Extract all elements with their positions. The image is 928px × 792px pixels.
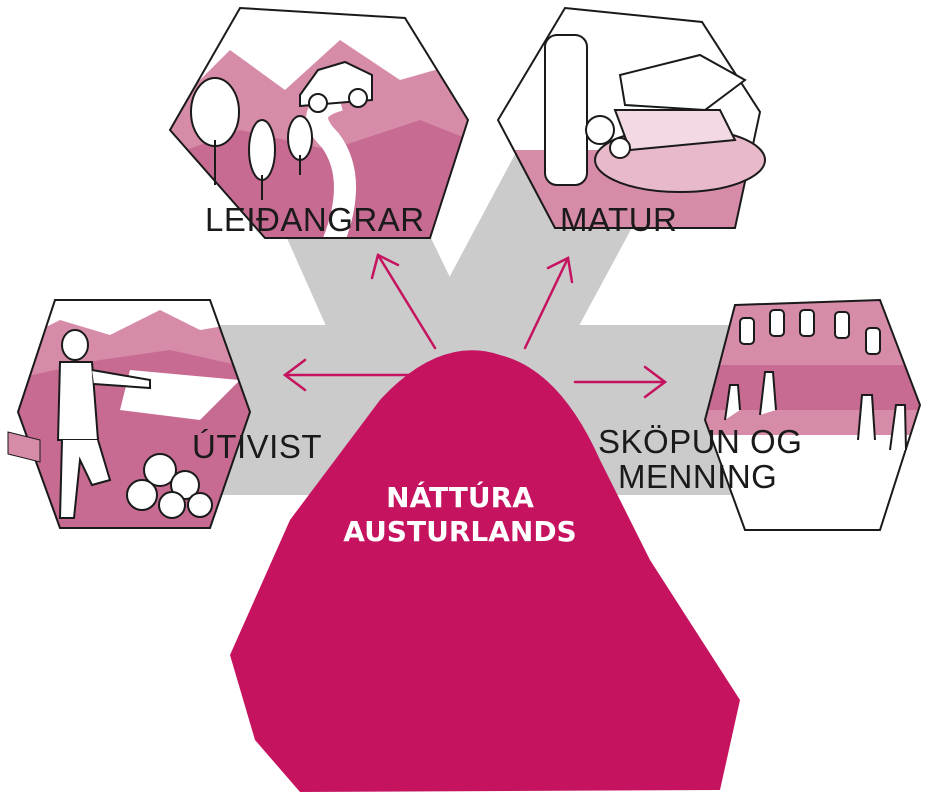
label-leidangrar: LEIÐANGRAR (205, 203, 425, 236)
center-title-line2: AUSTURLANDS (320, 518, 600, 546)
label-matur: MATUR (560, 203, 677, 236)
label-utivist: ÚTIVIST (192, 430, 322, 463)
label-skopun-line1: SKÖPUN OG (598, 425, 802, 458)
hex-utivist (8, 300, 260, 530)
center-title-line1: NÁTTÚRA (380, 484, 540, 512)
label-skopun-line2: MENNING (618, 460, 777, 493)
hex-skopun (700, 300, 928, 530)
